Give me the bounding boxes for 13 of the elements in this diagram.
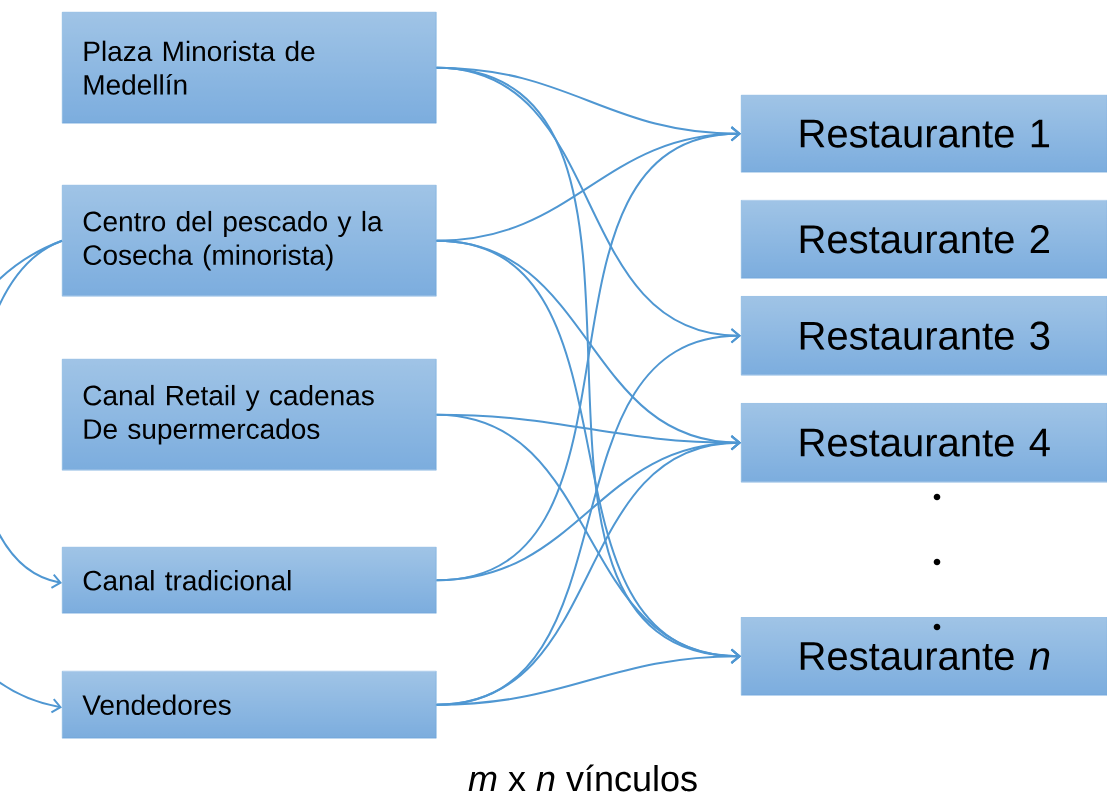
source-box: Centro del pescado y la Cosecha (minorista)	[62, 185, 437, 297]
source-box: Canal Retail y cadenas De supermercados	[62, 359, 437, 471]
source-box: Vendedores	[62, 671, 437, 739]
source-box: Canal tradicional	[62, 547, 437, 614]
source-box: Plaza Minorista de Medellín	[62, 12, 437, 124]
arrow	[0, 239, 63, 714]
restaurant-box: Restaurante 3	[741, 296, 1107, 376]
restaurant-box: Restaurante 4	[741, 403, 1107, 483]
arrow	[435, 648, 741, 706]
restaurant-box: Restaurante 1	[741, 95, 1107, 173]
caption: m x n vínculos	[468, 764, 697, 792]
restaurant-box: Restaurante n	[741, 617, 1107, 696]
restaurant-box: Restaurante 2	[741, 200, 1107, 279]
